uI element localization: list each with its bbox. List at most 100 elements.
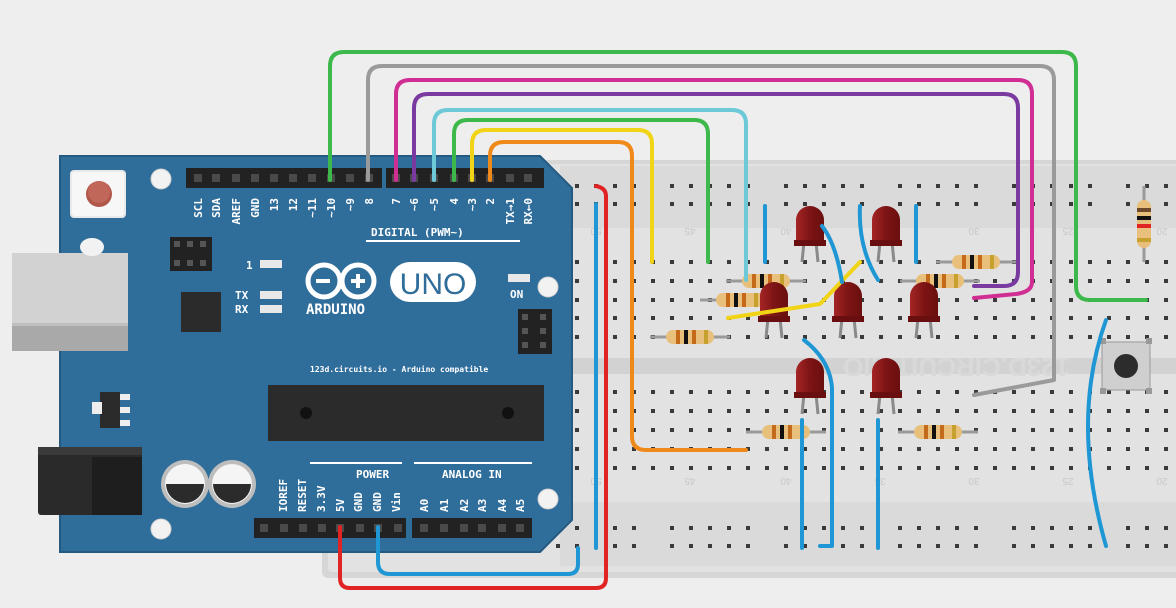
breadboard-hole[interactable]: [879, 298, 883, 302]
breadboard-hole[interactable]: [822, 335, 826, 339]
breadboard-hole[interactable]: [822, 260, 826, 264]
digital-pin[interactable]: [289, 174, 297, 182]
breadboard-hole[interactable]: [670, 316, 674, 320]
breadboard-hole[interactable]: [613, 260, 617, 264]
breadboard-hole[interactable]: [898, 298, 902, 302]
breadboard-hole[interactable]: [1069, 447, 1073, 451]
breadboard-hole[interactable]: [670, 466, 674, 470]
wires[interactable]: [328, 50, 1148, 590]
breadboard-hole[interactable]: [822, 184, 826, 188]
breadboard-hole[interactable]: [860, 544, 864, 548]
breadboard-hole[interactable]: [974, 298, 978, 302]
breadboard-hole[interactable]: [898, 428, 902, 432]
breadboard-hole[interactable]: [1012, 298, 1016, 302]
breadboard-hole[interactable]: [1107, 316, 1111, 320]
breadboard-hole[interactable]: [803, 202, 807, 206]
breadboard-hole[interactable]: [613, 409, 617, 413]
breadboard-hole[interactable]: [822, 316, 826, 320]
breadboard-hole[interactable]: [727, 390, 731, 394]
breadboard-hole[interactable]: [613, 466, 617, 470]
breadboard-hole[interactable]: [917, 184, 921, 188]
breadboard-hole[interactable]: [1145, 428, 1149, 432]
breadboard-hole[interactable]: [1069, 260, 1073, 264]
breadboard-hole[interactable]: [1069, 316, 1073, 320]
breadboard-hole[interactable]: [1107, 447, 1111, 451]
breadboard-hole[interactable]: [708, 409, 712, 413]
breadboard-hole[interactable]: [1069, 202, 1073, 206]
breadboard-hole[interactable]: [575, 279, 579, 283]
breadboard-hole[interactable]: [1126, 184, 1130, 188]
breadboard-hole[interactable]: [1031, 298, 1035, 302]
breadboard-hole[interactable]: [955, 390, 959, 394]
breadboard-hole[interactable]: [993, 428, 997, 432]
breadboard-hole[interactable]: [993, 316, 997, 320]
breadboard-hole[interactable]: [746, 544, 750, 548]
breadboard-hole[interactable]: [1050, 466, 1054, 470]
breadboard-hole[interactable]: [1088, 184, 1092, 188]
breadboard-hole[interactable]: [917, 447, 921, 451]
breadboard-hole[interactable]: [822, 447, 826, 451]
digital-pin[interactable]: [524, 174, 532, 182]
breadboard-hole[interactable]: [841, 544, 845, 548]
breadboard-hole[interactable]: [1050, 447, 1054, 451]
breadboard-hole[interactable]: [651, 298, 655, 302]
breadboard-hole[interactable]: [803, 184, 807, 188]
breadboard-hole[interactable]: [898, 316, 902, 320]
breadboard-hole[interactable]: [1012, 526, 1016, 530]
breadboard-hole[interactable]: [974, 544, 978, 548]
analog-pin[interactable]: [440, 524, 448, 532]
breadboard-hole[interactable]: [860, 447, 864, 451]
breadboard-hole[interactable]: [841, 466, 845, 470]
breadboard-hole[interactable]: [822, 428, 826, 432]
digital-header[interactable]: [186, 168, 544, 188]
breadboard-hole[interactable]: [822, 279, 826, 283]
breadboard-hole[interactable]: [860, 526, 864, 530]
breadboard-hole[interactable]: [917, 544, 921, 548]
breadboard-hole[interactable]: [993, 447, 997, 451]
red-led[interactable]: [870, 206, 902, 263]
breadboard-hole[interactable]: [689, 184, 693, 188]
analog-pin[interactable]: [478, 524, 486, 532]
breadboard-hole[interactable]: [803, 298, 807, 302]
breadboard-hole[interactable]: [784, 447, 788, 451]
arduino-uno-board[interactable]: 1 TX RX ON ARDUINO UNO 123d.circuits.io …: [12, 155, 573, 553]
breadboard-hole[interactable]: [1069, 466, 1073, 470]
breadboard-hole[interactable]: [575, 390, 579, 394]
breadboard-hole[interactable]: [936, 526, 940, 530]
breadboard-hole[interactable]: [1012, 316, 1016, 320]
breadboard-hole[interactable]: [632, 544, 636, 548]
breadboard-hole[interactable]: [689, 279, 693, 283]
breadboard-hole[interactable]: [670, 298, 674, 302]
breadboard-hole[interactable]: [708, 279, 712, 283]
breadboard-hole[interactable]: [784, 390, 788, 394]
breadboard-hole[interactable]: [1069, 390, 1073, 394]
breadboard-hole[interactable]: [1107, 428, 1111, 432]
breadboard-hole[interactable]: [936, 202, 940, 206]
breadboard-hole[interactable]: [1088, 335, 1092, 339]
breadboard-hole[interactable]: [1145, 184, 1149, 188]
breadboard-hole[interactable]: [936, 466, 940, 470]
breadboard-hole[interactable]: [689, 390, 693, 394]
breadboard-hole[interactable]: [613, 447, 617, 451]
breadboard-hole[interactable]: [1107, 390, 1111, 394]
analog-pin[interactable]: [516, 524, 524, 532]
breadboard-hole[interactable]: [613, 184, 617, 188]
breadboard-hole[interactable]: [993, 298, 997, 302]
breadboard-hole[interactable]: [1012, 544, 1016, 548]
breadboard-hole[interactable]: [955, 184, 959, 188]
breadboard-hole[interactable]: [1031, 316, 1035, 320]
breadboard-hole[interactable]: [746, 335, 750, 339]
breadboard-hole[interactable]: [1107, 409, 1111, 413]
breadboard-hole[interactable]: [689, 466, 693, 470]
breadboard-hole[interactable]: [727, 260, 731, 264]
breadboard-hole[interactable]: [670, 279, 674, 283]
analog-pin[interactable]: [460, 524, 468, 532]
breadboard-hole[interactable]: [670, 544, 674, 548]
breadboard-hole[interactable]: [746, 428, 750, 432]
digital-pin[interactable]: [506, 174, 514, 182]
red-led[interactable]: [832, 282, 864, 339]
breadboard-hole[interactable]: [765, 390, 769, 394]
red-led[interactable]: [870, 358, 902, 415]
breadboard-hole[interactable]: [575, 260, 579, 264]
breadboard-hole[interactable]: [860, 409, 864, 413]
